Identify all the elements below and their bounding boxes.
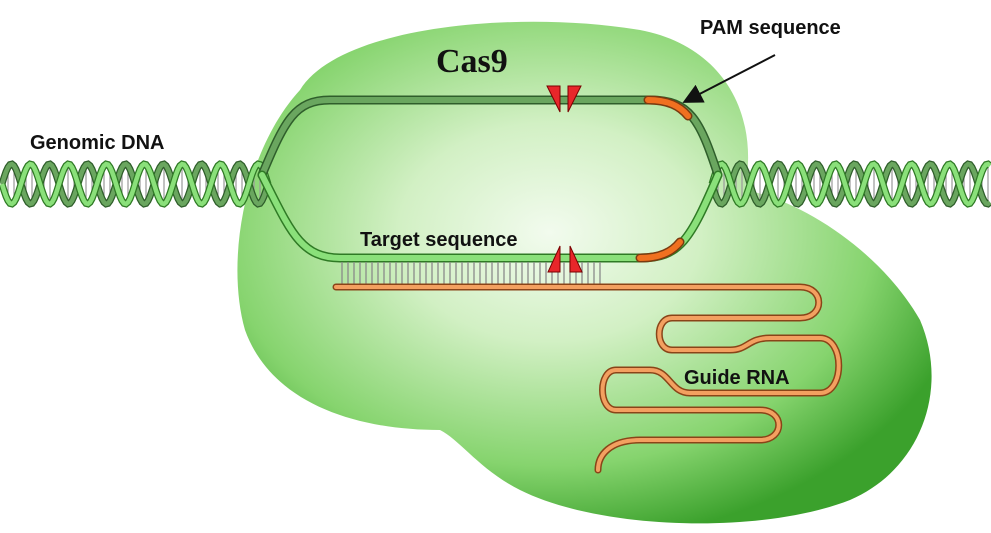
cut-site-bottom <box>547 245 583 273</box>
genomic-dna-helix-left <box>0 160 272 208</box>
genomic-dna-label: Genomic DNA <box>30 132 164 154</box>
cas9-label: Cas9 <box>436 43 508 80</box>
guide-rna <box>332 283 843 474</box>
target-sequence-label: Target sequence <box>360 229 517 251</box>
pam-sequence-label: PAM sequence <box>700 17 841 39</box>
cut-site-top <box>546 85 582 113</box>
cas9-protein <box>237 21 932 524</box>
guide-rna-label: Guide RNA <box>684 367 790 389</box>
genomic-dna-helix-right <box>708 160 991 208</box>
helix-strand <box>709 161 991 207</box>
helix-strand <box>0 161 271 207</box>
pam-arrow <box>682 54 776 103</box>
helix-strand <box>709 161 991 207</box>
